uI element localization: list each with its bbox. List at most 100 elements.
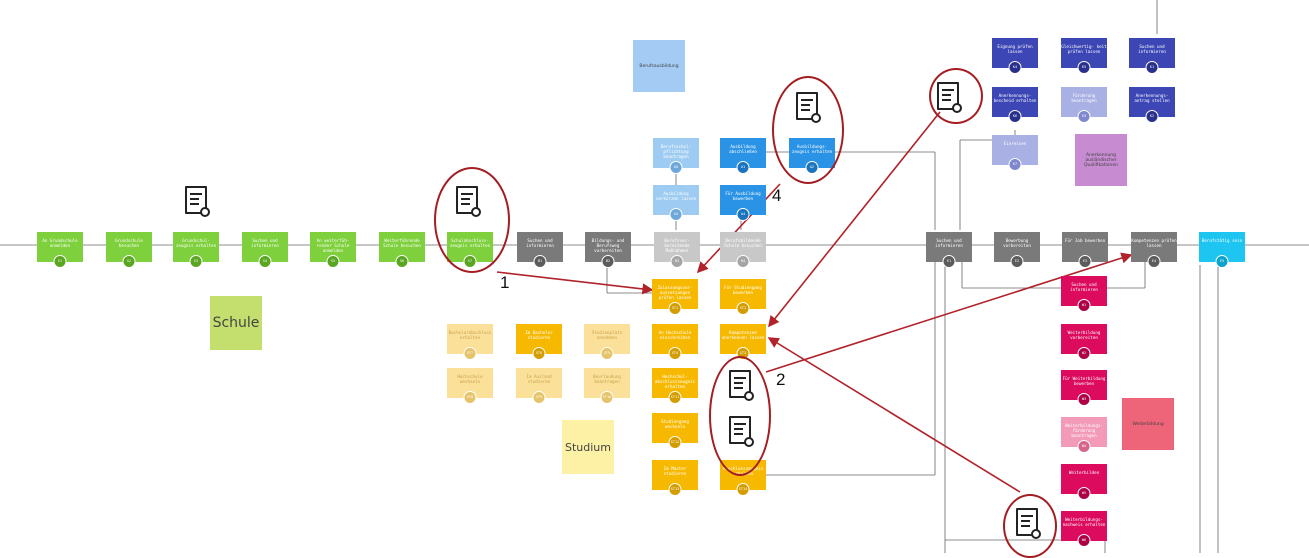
legend-schule-text: Schule	[212, 315, 260, 331]
node-st4-label: An Hochschule einschreiben	[658, 330, 692, 340]
certificate-icon	[185, 186, 210, 217]
node-w6-label: Weiterbildungs- nachweis erhalten	[1062, 517, 1106, 527]
node-st4-badge: ST4	[668, 347, 682, 360]
node-e4-label: Kompetenzen prüfen lassen	[1131, 238, 1177, 248]
node-b3-label: Berufsvor- bereitende Maßnahmen	[664, 238, 690, 253]
node-a1-badge: A1	[736, 161, 750, 174]
node-st11-badge: ST11	[668, 391, 682, 404]
node-k1-badge: K4	[1008, 61, 1022, 74]
node-e5-badge: E5	[1215, 255, 1229, 268]
node-st8-label: Hochschule wechseln	[457, 374, 483, 384]
node-e3-label: Für Job bewerben	[1064, 238, 1106, 243]
node-b3-badge: B3	[670, 255, 684, 268]
node-s6-label: Weiterführende Schule besuchen	[383, 238, 421, 248]
node-w4-label: Weiterbildungs- förderung beantragen	[1065, 423, 1103, 438]
node-e5-label: Berufstätig sein	[1201, 238, 1243, 243]
node-a3-badge: A3	[669, 208, 683, 221]
node-k3-badge: K1	[1145, 61, 1159, 74]
node-e1-label: Suchen und informieren	[935, 238, 963, 248]
node-b4-badge: B4	[736, 255, 750, 268]
node-k5-badge: K3	[1077, 110, 1091, 123]
node-w3-label: Für Weiterbildung bewerben	[1062, 376, 1106, 386]
node-st7-badge: ST7	[463, 347, 477, 360]
node-k5-label: Förderung beantragen	[1071, 93, 1097, 103]
highlight-oval	[1003, 494, 1057, 558]
node-st9-label: Im Ausland studieren	[526, 374, 552, 384]
node-st12-label: Studiengang wechseln	[661, 419, 689, 429]
node-st1: Zulassungsvor- aussetzungen prüfen lasse…	[652, 279, 698, 315]
node-st1-badge: ST1	[668, 302, 682, 315]
node-st10-badge: ST10	[600, 391, 614, 404]
node-k4-label: Anerkennungs- bescheid erhalten	[993, 93, 1037, 103]
node-a5-badge: A5	[669, 161, 683, 174]
node-s4-badge: S4	[258, 255, 272, 268]
node-k2-label: Gleichwertig- keit prüfen lassen	[1061, 44, 1107, 54]
node-a1-label: Ausbildung abschließen	[729, 144, 757, 154]
node-w1-label: Suchen und informieren	[1070, 282, 1098, 292]
node-st2-label: Für Studiengang bewerben	[724, 285, 762, 295]
highlight-oval	[709, 356, 771, 476]
legend-anerkennung-text: Anerkennung ausländischer Qualifikatione…	[1083, 152, 1118, 168]
legend-berufsausbildung-text: Berufsausbildung	[639, 63, 679, 69]
node-w1-badge: W1	[1077, 299, 1091, 312]
annotation-number-2: 2	[776, 370, 786, 389]
node-st14-badge: ST14	[736, 483, 750, 496]
node-st8-badge: ST8	[463, 391, 477, 404]
node-st7-label: Bachelorabschluss erhalten	[448, 330, 492, 340]
node-w2-label: Weiterbildung vorbereiten	[1067, 330, 1101, 340]
node-k7-label: Einreisen	[1003, 141, 1027, 146]
node-k6-label: Anerkennungs- antrag stellen	[1134, 93, 1170, 103]
node-s2-badge: S2	[122, 255, 136, 268]
node-st5-label: Studienplatz annehmen	[591, 330, 623, 340]
node-st13-badge: ST13	[668, 483, 682, 496]
node-w4-badge: W4	[1077, 440, 1091, 453]
node-st2-badge: ST2	[736, 302, 750, 315]
legend-studium-text: Studium	[565, 440, 611, 454]
node-k4-badge: K6	[1008, 110, 1022, 123]
node-b2-badge: B2	[601, 255, 615, 268]
node-b1-label: Suchen und informieren	[526, 238, 554, 248]
node-e2-label: Bewerbung vorbereiten	[1003, 238, 1031, 248]
node-w5-label: Weiterbilden	[1068, 470, 1100, 475]
annotation-number-4: 4	[772, 186, 782, 205]
node-e4-badge: E4	[1147, 255, 1161, 268]
node-st1-label: Zulassungsvor- aussetzungen prüfen lasse…	[657, 285, 693, 300]
node-s6-badge: S6	[395, 255, 409, 268]
node-k2-badge: K5	[1077, 61, 1091, 74]
node-s1-badge: S1	[53, 255, 67, 268]
node-a3-label: Ausbildung verkürzen lassen	[655, 191, 697, 201]
node-s4-label: Suchen und informieren	[251, 238, 279, 248]
node-w3-badge: W3	[1077, 393, 1091, 406]
node-b1-badge: B1	[533, 255, 547, 268]
node-w2-badge: W2	[1077, 347, 1091, 360]
node-k3-label: Suchen und informieren	[1138, 44, 1166, 54]
